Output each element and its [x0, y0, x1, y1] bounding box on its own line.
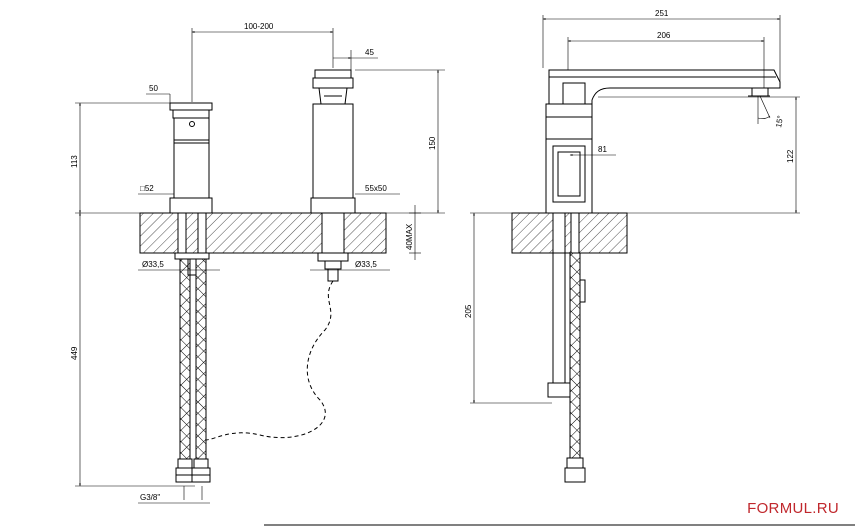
connection-hose-dashed [204, 280, 334, 441]
dim-handle-width: 50 [149, 84, 158, 93]
side-view [470, 15, 800, 483]
dim-hole-right: Ø33,5 [355, 260, 377, 269]
side-spout [548, 69, 781, 105]
spout-tail [317, 212, 349, 282]
side-view-labels: 251 206 81 122 205 15° [464, 9, 795, 318]
countertop-section-left [139, 212, 387, 254]
dim-center-distance: 100-200 [244, 22, 274, 31]
dim-body-to-spout: 81 [598, 145, 607, 154]
dim-hole-left: Ø33,5 [142, 260, 164, 269]
dim-max-thickness: 40MAX [405, 223, 414, 250]
dim-aerator-angle: 15° [774, 115, 785, 128]
countertop-section-right [511, 212, 628, 254]
handle-body [169, 102, 213, 214]
dim-tail-length: 205 [464, 304, 473, 318]
dim-spout-depth: 45 [365, 48, 374, 57]
dim-spout-height: 150 [428, 136, 437, 150]
dim-overall-length: 251 [655, 9, 669, 18]
dim-side-height: 122 [786, 149, 795, 163]
brand-watermark: FORMUL.RU [747, 500, 839, 517]
handle-tails [174, 212, 210, 276]
dim-handle-height: 113 [70, 155, 79, 168]
dim-spout-base: 55x50 [365, 184, 387, 193]
dim-hose-length: 449 [70, 346, 79, 360]
front-view-labels: 100-200 45 50 113 150 □52 55x50 40MAX Ø3… [70, 22, 437, 502]
front-view [75, 28, 445, 504]
braided-hoses [175, 258, 211, 483]
side-tails [547, 212, 586, 483]
side-body [545, 103, 593, 214]
dim-spout-reach: 206 [657, 31, 671, 40]
dim-handle-base: □52 [140, 184, 154, 193]
spout-body [310, 69, 356, 214]
dim-connection: G3/8" [140, 493, 160, 502]
